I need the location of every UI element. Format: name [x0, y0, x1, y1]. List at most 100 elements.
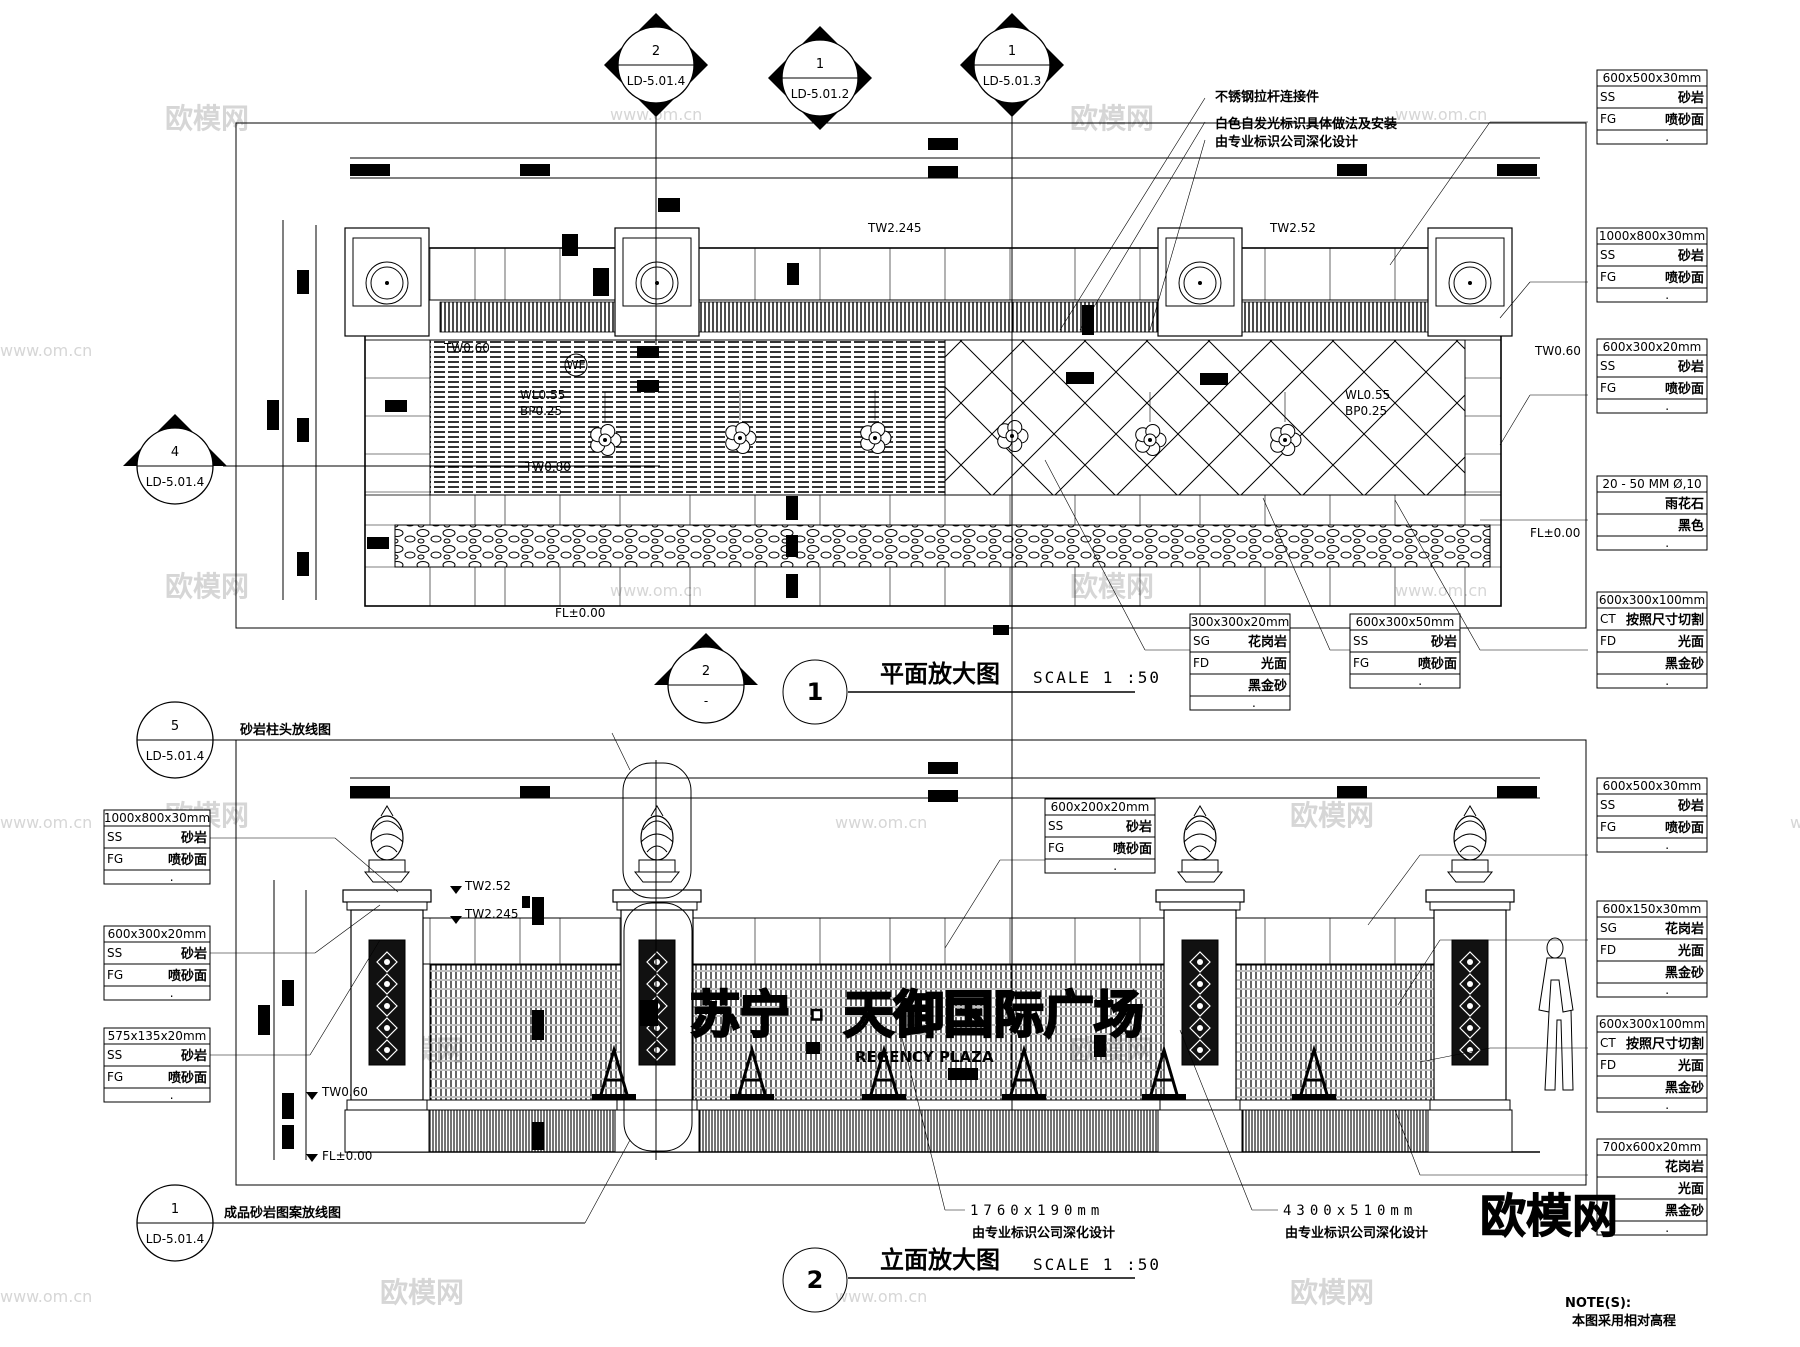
level-label: TW0.60	[321, 1085, 368, 1099]
plan-scale: SCALE 1 :50	[1033, 668, 1161, 687]
material-code: FG	[1600, 112, 1616, 126]
sign-dim-1: 1760x190mm	[970, 1203, 1104, 1219]
table-footer-dot: .	[1665, 130, 1669, 144]
elevation-base-texture	[429, 1109, 1461, 1153]
table-footer-dot: .	[1665, 1098, 1669, 1112]
material-value: 砂岩	[1677, 90, 1704, 106]
level-label: BP0.25	[1345, 404, 1387, 418]
section-callout: 1LD-5.01.3	[960, 13, 1064, 117]
level-label: TW0.60	[1534, 344, 1581, 358]
sign-dimension-notes: 1760x190mm 由专业标识公司深化设计 4300x510mm 由专业标识公…	[970, 1203, 1428, 1241]
material-code: SS	[1600, 359, 1615, 373]
material-size: 600x150x30mm	[1603, 902, 1702, 916]
material-code: SS	[107, 830, 122, 844]
callout-number: 1	[816, 57, 824, 72]
watermark-text: 欧模网	[380, 1276, 464, 1309]
level-label: FL±0.00	[322, 1149, 372, 1163]
material-value: 砂岩	[1677, 248, 1704, 264]
watermark-url: www.om.cn	[0, 1287, 92, 1306]
material-value: 光面	[1677, 1058, 1704, 1074]
material-code: FD	[1600, 1058, 1616, 1072]
material-size: 700x600x20mm	[1603, 1140, 1702, 1154]
note-label: NOTE(S):	[1565, 1296, 1631, 1311]
material-value: 喷砂面	[1113, 841, 1152, 857]
material-value: 花岗岩	[1248, 634, 1287, 650]
elevation-piers	[342, 805, 1515, 1153]
material-code: FG	[1353, 656, 1369, 670]
level-label: WL0.55	[1345, 388, 1390, 402]
material-size: 300x300x20mm	[1191, 615, 1290, 629]
pattern-note: 成品砂岩图案放线图	[224, 1205, 341, 1221]
material-value: 光面	[1677, 634, 1704, 650]
fountain-nozzles	[590, 388, 1302, 457]
callout-number: 2	[702, 664, 710, 679]
footer-notes: NOTE(S): 本图采用相对高程	[1565, 1296, 1676, 1329]
sign-english: REGENCY PLAZA	[855, 1048, 994, 1066]
level-label: FL±0.00	[555, 606, 605, 620]
plan-piers	[344, 227, 1513, 337]
material-value: 黑金砂	[1248, 678, 1287, 694]
material-value: 喷砂面	[1665, 820, 1704, 836]
plan-levels: TW2.245 TW2.52 TW0.60 TW0.60 WL0.55 BP0.…	[443, 221, 1581, 620]
table-footer-dot: .	[1665, 536, 1669, 550]
callout-number: 5	[171, 719, 179, 734]
watermark-url: www.om.cn	[835, 813, 927, 832]
table-footer-dot: .	[1665, 288, 1669, 302]
elevation-dimension-top	[350, 762, 1540, 802]
wf-label: WF	[567, 358, 586, 372]
plan-number: 1	[807, 678, 824, 706]
watermark-text: 欧模网	[1070, 570, 1154, 603]
watermark-url: www.om.cn	[835, 1287, 927, 1306]
material-value: 喷砂面	[168, 1070, 207, 1086]
watermark-url: www.om.cn	[610, 581, 702, 600]
signage: 苏宁 · 天御国际广场 REGENCY PLAZA	[592, 985, 1336, 1100]
plan-view: WF	[223, 75, 1588, 725]
pier	[1425, 805, 1515, 1153]
sign-letter-marks	[592, 1042, 1336, 1100]
material-size: 600x500x30mm	[1603, 71, 1702, 85]
plan-notes: 不锈钢拉杆连接件 白色自发光标识具体做法及安装 由专业标识公司深化设计	[1215, 89, 1397, 150]
level-label: FL±0.00	[1530, 526, 1580, 540]
plan-leaders	[1044, 97, 1588, 651]
elevation-title-block: 2 立面放大图 SCALE 1 :50	[782, 1246, 1159, 1313]
callout-reference: LD-5.01.4	[146, 1232, 204, 1246]
material-size: 600x200x20mm	[1051, 800, 1150, 814]
sign-note-2: 由专业标识公司深化设计	[1285, 1225, 1428, 1241]
watermark-text: 欧模网	[165, 570, 249, 603]
sign-chinese: 苏宁 · 天御国际广场	[690, 986, 1144, 1044]
section-callout: 1LD-5.01.4	[136, 1184, 214, 1262]
level-label: TW2.245	[464, 907, 519, 921]
watermark-text: 欧模网	[1070, 102, 1154, 135]
plan-paving-grid	[364, 248, 1502, 606]
material-value: 喷砂面	[1665, 270, 1704, 286]
note-design-by: 由专业标识公司深化设计	[1215, 134, 1358, 150]
watermark-text: 欧模网	[1290, 1276, 1374, 1309]
callout-reference: LD-5.01.3	[983, 74, 1041, 88]
watermark-text: 欧模网	[1290, 799, 1374, 832]
sign-note-1: 由专业标识公司深化设计	[972, 1225, 1115, 1241]
material-code: CT	[1600, 1036, 1616, 1050]
elevation-leaders	[204, 732, 1588, 1224]
table-footer-dot: .	[1665, 983, 1669, 997]
material-value: 喷砂面	[168, 968, 207, 984]
material-size: 20 - 50 MM Ø,10	[1602, 477, 1701, 491]
watermark-url: www.om.cn	[0, 813, 92, 832]
callout-reference: LD-5.01.4	[146, 475, 204, 489]
plan-diamond-paving	[944, 339, 1466, 496]
plan-pebble-band	[394, 524, 1491, 568]
callout-reference: LD-5.01.2	[791, 87, 849, 101]
material-code: FG	[1600, 270, 1616, 284]
material-value: 光面	[1677, 943, 1704, 959]
table-footer-dot: .	[1113, 859, 1117, 873]
material-code: FG	[107, 1070, 123, 1084]
material-value: 砂岩	[180, 830, 207, 846]
